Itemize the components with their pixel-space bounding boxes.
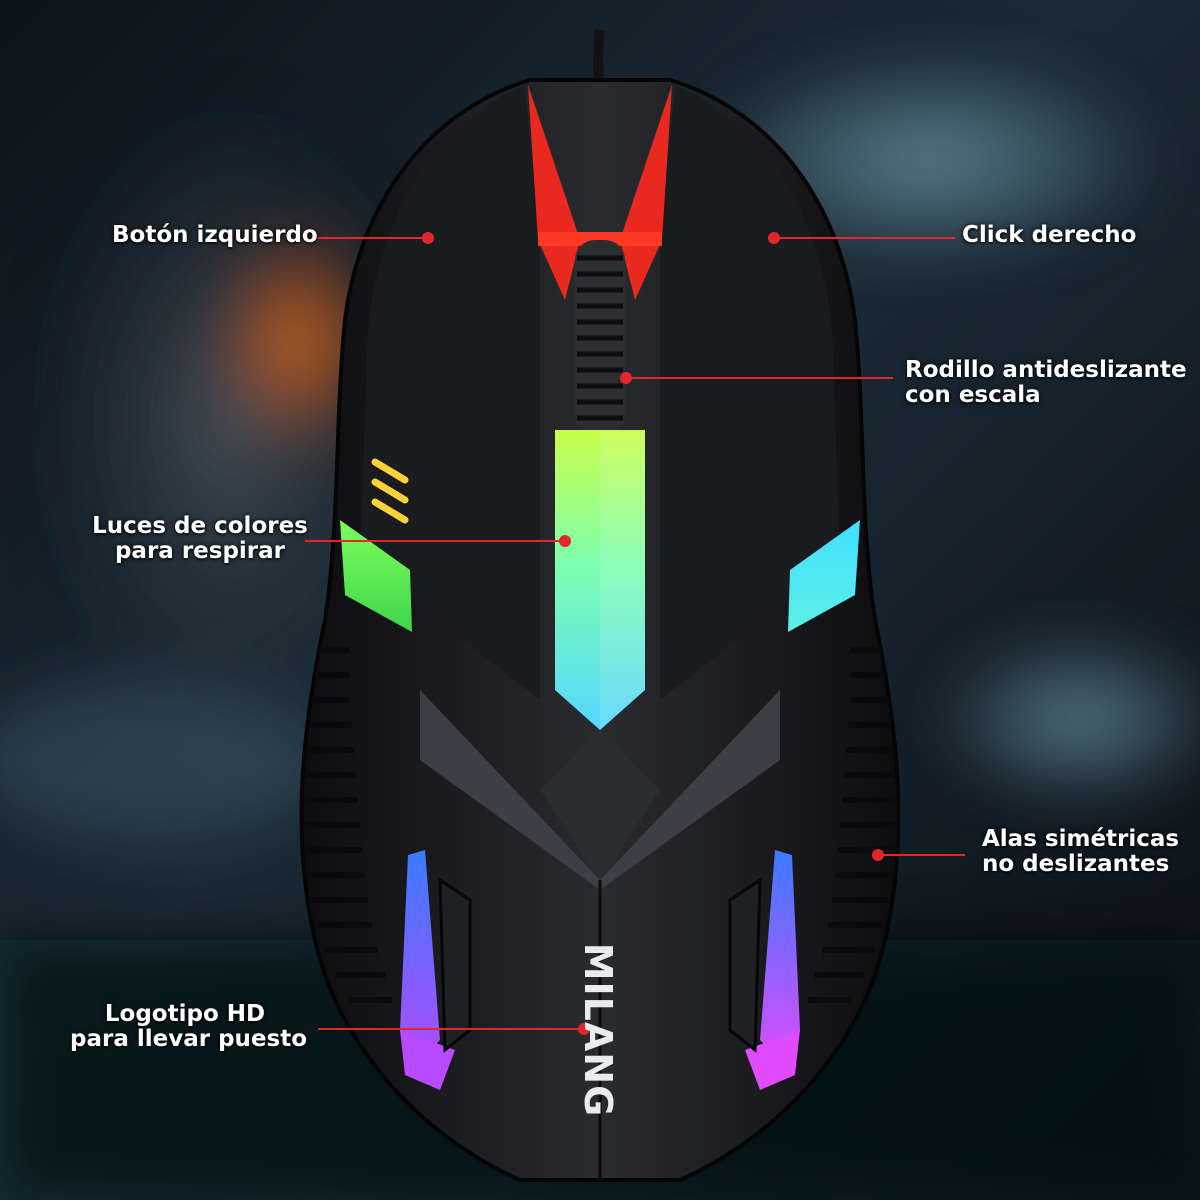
callout-roller: Rodillo antideslizante con escala xyxy=(905,358,1187,408)
callout-wings: Alas simétricas no deslizantes xyxy=(982,827,1179,877)
callout-lights: Luces de colores para respirar xyxy=(90,514,310,564)
callout-dot-left-button xyxy=(422,232,434,244)
brand-logo: MILANG xyxy=(576,942,620,1118)
callout-logo: Logotipo HD para llevar puesto xyxy=(70,1001,308,1052)
callout-dot-right-click xyxy=(768,232,780,244)
callout-logo-line2: para llevar puesto xyxy=(70,1026,308,1052)
callout-right-click: Click derecho xyxy=(962,223,1136,248)
callout-lights-line1: Luces de colores xyxy=(92,513,308,539)
callout-right-click-text: Click derecho xyxy=(962,222,1137,248)
callout-dot-wings xyxy=(872,849,884,861)
callout-left-button-text: Botón izquierdo xyxy=(112,222,318,248)
callout-dot-lights xyxy=(559,535,571,547)
callout-wings-line1: Alas simétricas xyxy=(982,826,1180,852)
callout-roller-line1: Rodillo antideslizante xyxy=(905,357,1187,383)
callout-lights-line2: para respirar xyxy=(114,538,286,564)
callout-logo-line1: Logotipo HD xyxy=(104,1001,266,1027)
callout-roller-line2: con escala xyxy=(905,382,1041,408)
callout-left-button: Botón izquierdo xyxy=(112,222,318,248)
callout-dot-logo xyxy=(578,1023,590,1035)
callout-dot-roller xyxy=(620,372,632,384)
callout-wings-line2: no deslizantes xyxy=(982,851,1170,877)
